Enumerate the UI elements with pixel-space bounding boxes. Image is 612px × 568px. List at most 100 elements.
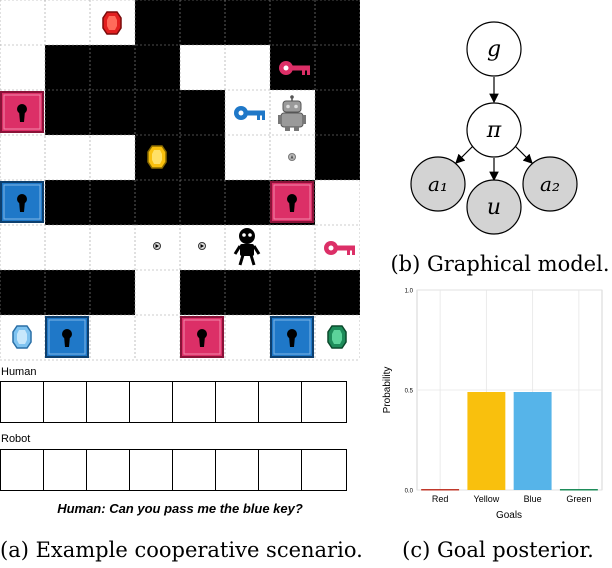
wall-cell [270,0,315,45]
pink-door [0,91,44,133]
caption-c: (c) Goal posterior. [402,538,594,562]
inventory-slot [86,381,130,423]
svg-text:π: π [486,118,502,143]
wall-cell [90,45,135,90]
gridlines [0,0,360,361]
x-tick-label: Blue [524,494,542,504]
pink-door [180,316,224,358]
robot-path-marker [288,153,296,161]
wall-cell [135,45,180,90]
red-gem-icon [102,11,122,35]
wall-cell [180,0,225,45]
node-u: u [466,179,522,235]
wall-cell [180,270,225,315]
chart-xticks: Red Yellow Blue Green [432,494,592,504]
inventory-slot [172,381,216,423]
robot-inventory [0,449,347,491]
wall-cell [135,90,180,135]
caption-a: (a) Example cooperative scenario. [0,538,363,562]
inventory-slot [0,381,44,423]
wall-cell [45,90,90,135]
robot-icon [278,95,306,131]
pink-door [270,181,314,223]
bar-blue [513,392,552,490]
svg-text:a₂: a₂ [540,172,560,196]
wall-cell [135,0,180,45]
blue-door [45,316,89,358]
pink-key-icon [279,61,310,75]
wall-cell [0,270,45,315]
y-tick-label: 1.0 [405,289,414,295]
inventory-slot [43,449,87,491]
y-tick-label: 0.5 [405,389,414,395]
human-path-marker [153,242,161,250]
human-inventory [0,381,347,423]
inventory-slot [215,449,259,491]
inventory-slot [86,449,130,491]
human-icon [233,228,261,266]
bar-yellow [467,392,506,490]
inventory-slot [43,381,87,423]
wall-cell [270,270,315,315]
gridworld [0,0,360,361]
wall-cell [45,45,90,90]
inventory-slot [215,381,259,423]
inventory-slot [301,449,347,491]
inventory-slot [301,381,347,423]
chart-yticks: 0.0 0.5 1.0 [405,289,414,495]
human-inventory-label: Human [1,366,37,378]
node-pi: π [466,102,522,158]
graphical-model: g π a₁ u a₂ [410,21,578,235]
blue-door [270,316,314,358]
bar-red [421,489,460,491]
node-g: g [466,21,522,77]
blue-door [0,181,44,223]
edge-pi-a1 [455,144,475,164]
wall-cell [315,90,360,135]
inventory-slot [0,449,44,491]
wall-cell [135,180,180,225]
robot-inventory-label: Robot [1,433,31,445]
wall-cell [315,270,360,315]
inventory-slot [258,449,302,491]
wall-cell [315,0,360,45]
bar-green [559,489,598,491]
pink-key-icon [324,241,355,255]
x-tick-label: Red [432,494,449,504]
wall-cell [180,180,225,225]
human-path-marker [198,242,206,250]
y-tick-label: 0.0 [405,489,414,495]
blue-key-icon [234,106,265,120]
svg-text:u: u [487,195,501,220]
goal-posterior-chart: 0.0 0.5 1.0 Red Yellow Blue Green Probability… [382,289,603,521]
caption-b: (b) Graphical model. [390,252,610,276]
wall-cell [45,270,90,315]
x-axis-label: Goals [496,510,522,521]
human-utterance: Human: Can you pass me the blue key? [57,501,303,516]
chart-grid [416,289,603,491]
inventory-slot [129,449,173,491]
inventory-slot [172,449,216,491]
y-axis-label: Probability [382,367,393,414]
wall-cell [315,135,360,180]
node-a2: a₂ [522,156,578,212]
yellow-gem-icon [147,145,167,169]
light-blue-gem-icon [12,325,32,349]
wall-cell [225,270,270,315]
wall-cell [90,90,135,135]
wall-cell [90,180,135,225]
wall-cell [180,135,225,180]
wall-cell [225,180,270,225]
x-tick-label: Green [566,494,591,504]
inventory-slot [129,381,173,423]
wall-cell [90,270,135,315]
node-a1: a₁ [410,156,466,212]
chart-bars [421,392,598,491]
wall-cell [180,90,225,135]
x-tick-label: Yellow [474,494,500,504]
wall-cell [225,0,270,45]
wall-cell [315,45,360,90]
wall-cell [45,180,90,225]
edge-pi-a2 [513,144,533,164]
inventory-slot [258,381,302,423]
